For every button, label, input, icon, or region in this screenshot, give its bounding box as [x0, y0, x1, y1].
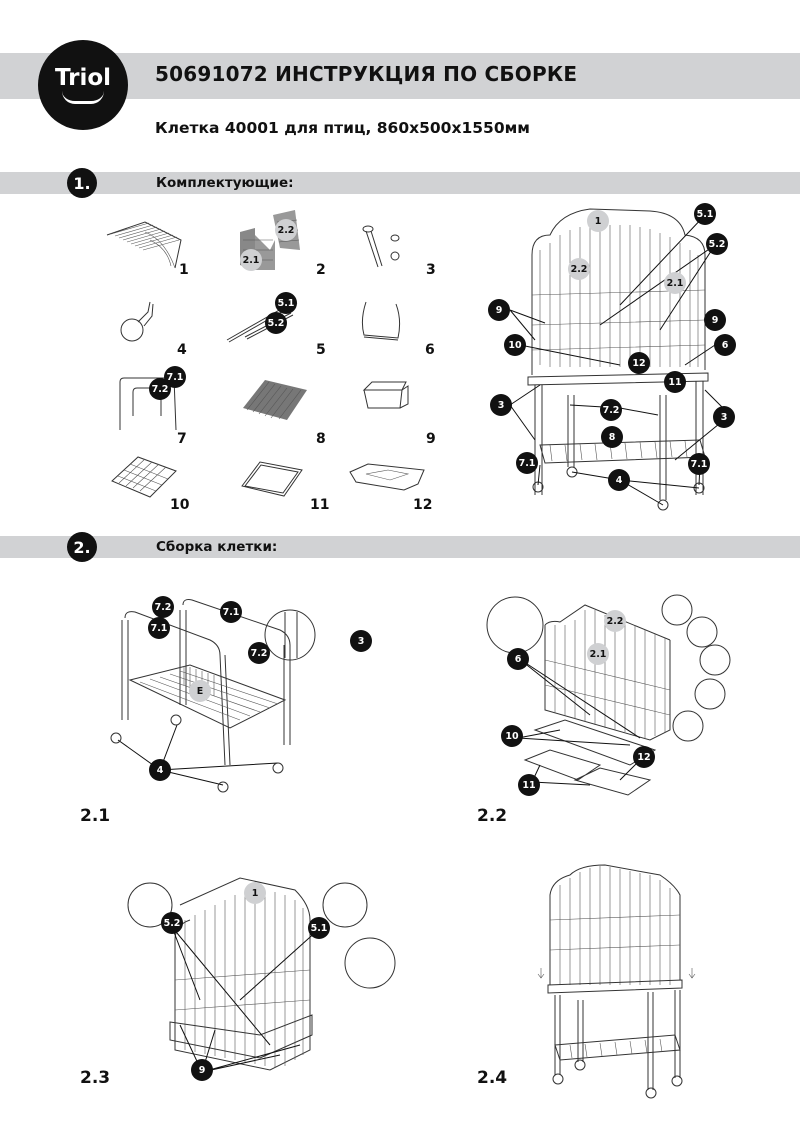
final-cage-illustration: [537, 864, 696, 1099]
callout-12: 12: [628, 352, 650, 374]
section-2-title: Сборка клетки:: [156, 539, 278, 555]
part-number: 10: [170, 497, 190, 513]
callout-3: 3: [713, 406, 735, 428]
callout-2-2: 2.2: [275, 219, 297, 241]
cage-walls-assembly-illustration: [486, 594, 731, 796]
callout-9: 9: [704, 309, 726, 331]
callout-5-1: 5.1: [275, 292, 297, 314]
callout-3: 3: [490, 394, 512, 416]
step-label: 2.3: [80, 1068, 111, 1088]
bolt-washer-nut-icon: [362, 225, 400, 268]
callout-9: 9: [191, 1059, 213, 1081]
section-1-bar: [0, 172, 800, 194]
part-number: 5: [316, 342, 326, 358]
callout-9: 9: [488, 299, 510, 321]
callout-8: 8: [601, 426, 623, 448]
callout-5-1: 5.1: [308, 917, 330, 939]
part-number: 9: [426, 431, 436, 447]
assembled-cage-diagram: 1 2.2 2.1 5.1 5.2 9 9 10 12 6 11 3 3 7.2…: [480, 195, 750, 515]
floor-grate-icon: [111, 456, 177, 498]
callout-2-2: 2.2: [604, 610, 626, 632]
logo-smile-icon: [62, 91, 104, 104]
callout-12: 12: [633, 746, 655, 768]
base-tray-icon: [349, 463, 425, 491]
callout-e: E: [189, 680, 211, 702]
assembled-cage-illustration: [509, 208, 731, 511]
step-2-3-diagram: 1 5.2 5.1 9: [80, 860, 400, 1100]
step-2-2-diagram: 2.2 2.1 6 10 12 11: [470, 580, 770, 830]
stand-frame-icon: [119, 377, 177, 431]
callout-5-1: 5.1: [694, 203, 716, 225]
step-2-1-diagram: 7.2 7.1 7.1 7.2 E 3 4: [80, 580, 400, 830]
drawer-tray-icon: [241, 461, 303, 497]
caster-wheel-icon: [120, 301, 154, 342]
callout-1: 1: [587, 210, 609, 232]
document-subtitle: Клетка 40001 для птиц, 860x500x1550мм: [155, 119, 530, 137]
part-number: 4: [177, 342, 187, 358]
document-title: 50691072 ИНСТРУКЦИЯ ПО СБОРКЕ: [155, 62, 578, 86]
part-number: 7: [177, 431, 187, 447]
callout-3: 3: [350, 630, 372, 652]
cage-roof-icon: [106, 221, 182, 269]
section-2-bar: [0, 536, 800, 558]
step-label: 2.2: [477, 806, 508, 826]
door-handle-icon: [361, 301, 401, 341]
part-number: 8: [316, 431, 326, 447]
part-number: 12: [413, 497, 433, 513]
part-number: 3: [426, 262, 436, 278]
callout-7-1: 7.1: [148, 617, 170, 639]
step-label: 2.1: [80, 806, 111, 826]
wire-shelf-icon: [243, 380, 307, 420]
title-bar: [0, 53, 800, 99]
roof-perches-assembly-illustration: [127, 877, 396, 1073]
callout-7-1: 7.1: [220, 601, 242, 623]
step-2-4-diagram: [470, 850, 720, 1100]
callout-7-2: 7.2: [248, 642, 270, 664]
feeder-cup-icon: [362, 381, 409, 409]
callout-7-2: 7.2: [600, 399, 622, 421]
callout-11: 11: [664, 371, 686, 393]
brand-logo: Triol: [38, 40, 128, 130]
logo-text: Triol: [54, 64, 112, 91]
section-1-title: Комплектующие:: [156, 175, 294, 191]
callout-2-1: 2.1: [587, 643, 609, 665]
section-1-number: 1.: [67, 168, 97, 198]
callout-2-1: 2.1: [664, 272, 686, 294]
callout-11: 11: [518, 774, 540, 796]
callout-5-2: 5.2: [161, 912, 183, 934]
callout-6: 6: [714, 334, 736, 356]
part-number: 6: [425, 342, 435, 358]
callout-4: 4: [608, 469, 630, 491]
callout-7-1: 7.1: [688, 453, 710, 475]
callout-7-2: 7.2: [152, 596, 174, 618]
part-number: 11: [310, 497, 330, 513]
section-2-number: 2.: [67, 532, 97, 562]
callout-2-2: 2.2: [568, 258, 590, 280]
down-arrow-icon: [537, 968, 696, 979]
callout-10: 10: [501, 725, 523, 747]
callout-7-1: 7.1: [516, 452, 538, 474]
callout-7-2: 7.2: [149, 378, 171, 400]
callout-4: 4: [149, 759, 171, 781]
part-number: 1: [179, 262, 189, 278]
callout-5-2: 5.2: [706, 233, 728, 255]
callout-2-1: 2.1: [240, 249, 262, 271]
part-number: 2: [316, 262, 326, 278]
callout-6: 6: [507, 648, 529, 670]
callout-10: 10: [504, 334, 526, 356]
callout-5-2: 5.2: [265, 312, 287, 334]
callout-1: 1: [244, 882, 266, 904]
step-label: 2.4: [477, 1068, 508, 1088]
